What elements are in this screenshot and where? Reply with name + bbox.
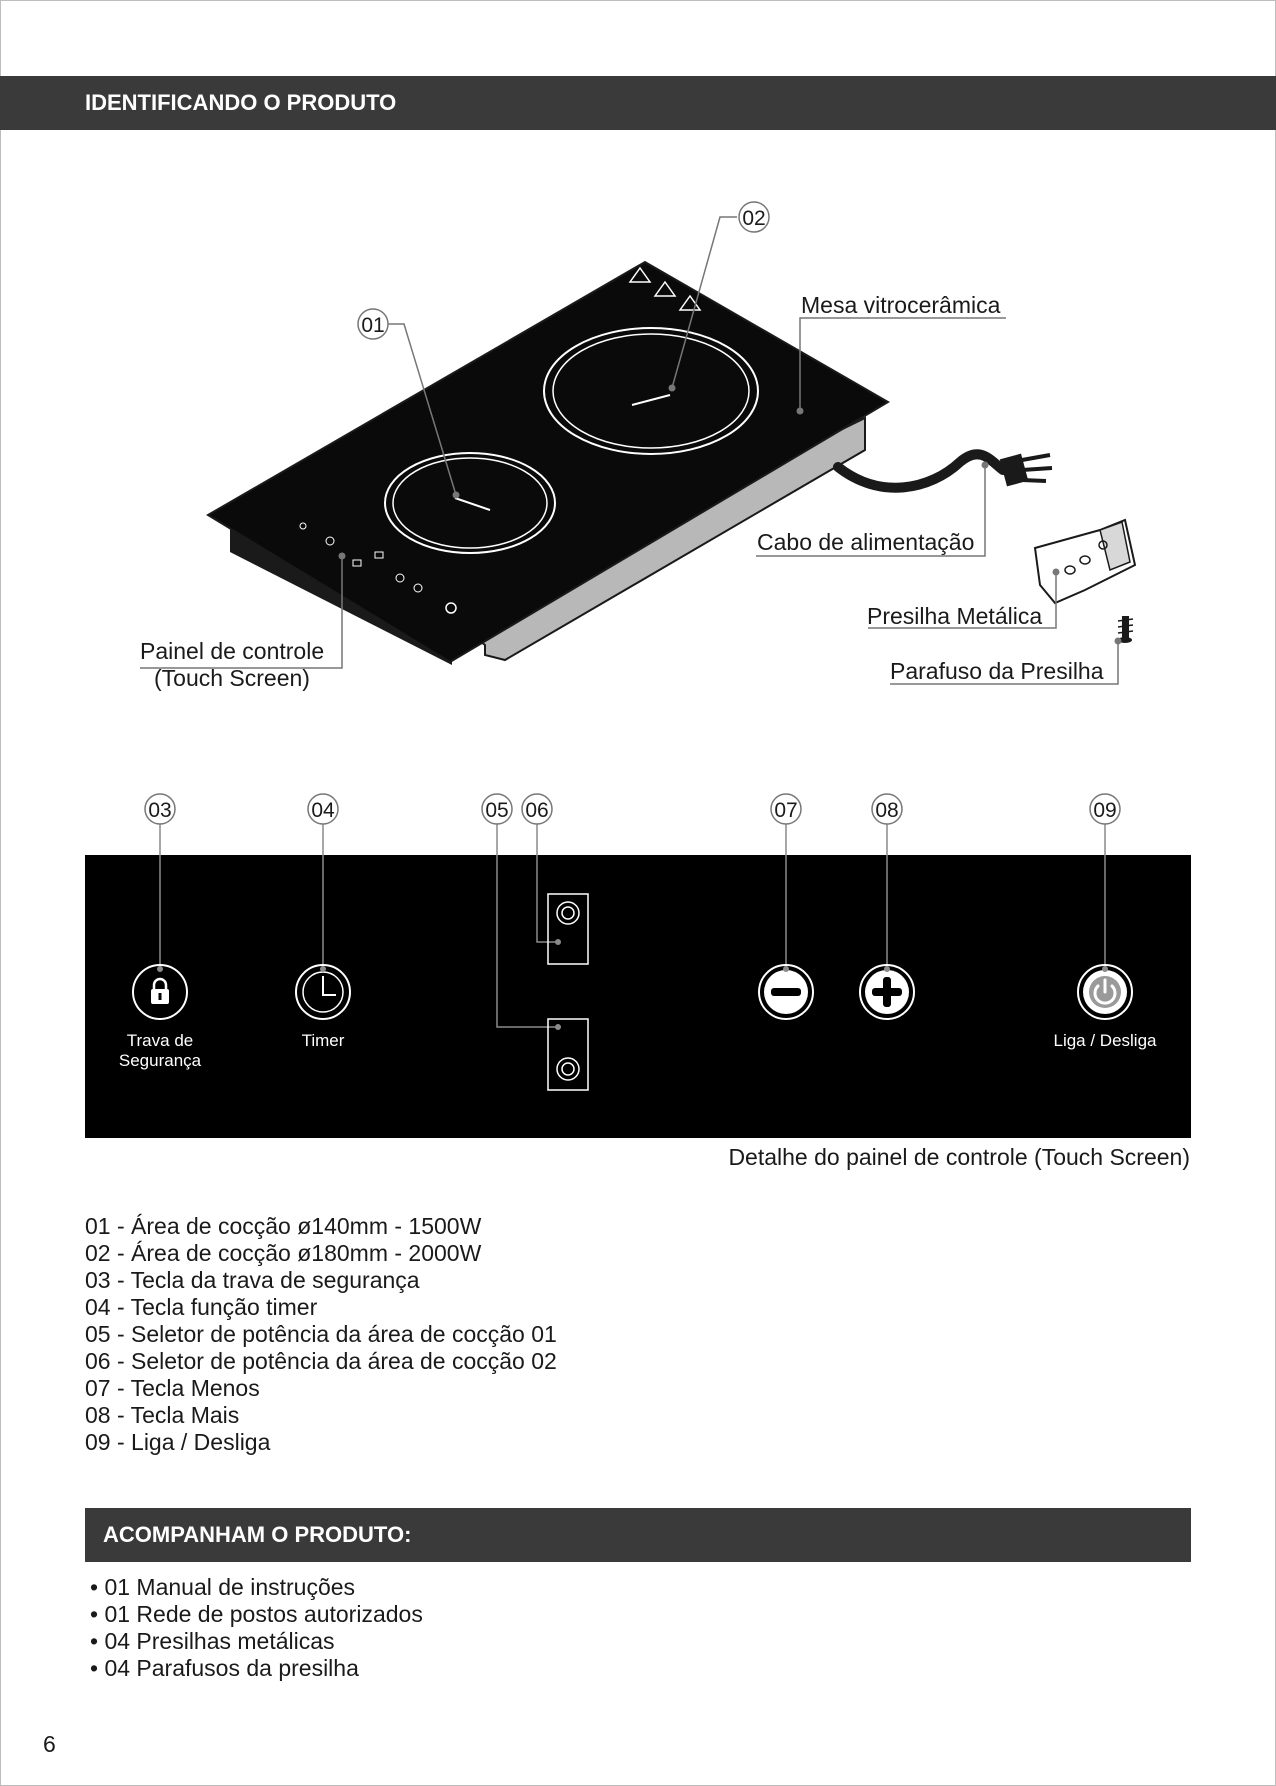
svg-text:07: 07 [774,799,797,822]
section-header: IDENTIFICANDO O PRODUTO [0,76,1276,130]
svg-text:05: 05 [485,799,508,822]
plus-icon [859,964,915,1020]
accompany-header: ACOMPANHAM O PRODUTO: [85,1508,1191,1562]
legend-item: 08 - Tecla Mais [85,1402,240,1428]
zone-01-selector-icon [547,1018,589,1091]
svg-text:06: 06 [525,799,548,822]
callout-05: 05 [481,793,513,825]
metal-clip-illustration [1033,518,1137,605]
panel-caption: Detalhe do painel de controle (Touch Scr… [728,1144,1190,1170]
power-cord [833,449,1053,493]
callout-06: 06 [521,793,553,825]
section-title: IDENTIFICANDO O PRODUTO [85,90,397,115]
svg-text:03: 03 [148,799,171,822]
timer-label: Timer [302,1031,345,1050]
svg-text:09: 09 [1093,799,1116,822]
list-item: • 01 Rede de postos autorizados [90,1601,423,1627]
legend-item: 09 - Liga / Desliga [85,1429,271,1455]
cooking-zone-02 [543,327,759,455]
list-item: • 04 Presilhas metálicas [90,1628,335,1654]
zone-02-selector-icon [547,893,589,965]
legend-item: 07 - Tecla Menos [85,1375,260,1401]
callout-07: 07 [770,793,802,825]
leader-lines [140,216,1119,685]
screw-illustration [1117,616,1134,643]
lock-label-line2: Segurança [119,1051,202,1070]
svg-text:01: 01 [361,314,384,337]
product-diagram: 01 02 03 04 05 06 07 08 09 [85,201,1191,1138]
page-number: 6 [43,1731,56,1757]
legend-item: 02 - Área de cocção ø180mm - 2000W [85,1240,482,1266]
callout-04: 04 [307,793,339,825]
lock-icon [132,964,188,1020]
cooktop-illustration [206,260,890,665]
power-icon [1077,964,1133,1020]
legend-item: 04 - Tecla função timer [85,1294,318,1320]
lock-label-line1: Trava de [127,1031,193,1050]
legend-item: 05 - Seletor de potência da área de cocç… [85,1321,557,1347]
callout-03: 03 [144,793,176,825]
label-painel-controle: Painel de controle [140,638,325,664]
accompany-list: • 01 Manual de instruções • 01 Rede de p… [90,1574,423,1682]
control-panel [85,855,1191,1138]
label-touch-screen: (Touch Screen) [154,665,310,691]
svg-text:02: 02 [742,207,765,230]
parts-legend: 01 - Área de cocção ø140mm - 1500W 02 - … [85,1213,557,1456]
list-item: • 04 Parafusos da presilha [90,1655,359,1681]
callout-02: 02 [738,201,770,233]
minus-icon [758,964,814,1020]
callout-08: 08 [871,793,903,825]
list-item: • 01 Manual de instruções [90,1574,356,1600]
callout-09: 09 [1089,793,1121,825]
label-presilha-metalica: Presilha Metálica [867,603,1043,629]
label-parafuso-presilha: Parafuso da Presilha [890,658,1104,684]
callout-01: 01 [357,308,389,340]
legend-item: 03 - Tecla da trava de segurança [85,1267,420,1293]
legend-item: 06 - Seletor de potência da área de cocç… [85,1348,557,1374]
accompany-title: ACOMPANHAM O PRODUTO: [103,1522,412,1547]
label-mesa-vitroceramica: Mesa vitrocerâmica [801,292,1001,318]
legend-item: 01 - Área de cocção ø140mm - 1500W [85,1213,482,1239]
cooking-zone-01 [384,452,556,554]
power-label: Liga / Desliga [1053,1031,1157,1050]
svg-text:04: 04 [311,799,335,822]
label-cabo-alimentacao: Cabo de alimentação [757,529,975,555]
svg-text:08: 08 [875,799,898,822]
